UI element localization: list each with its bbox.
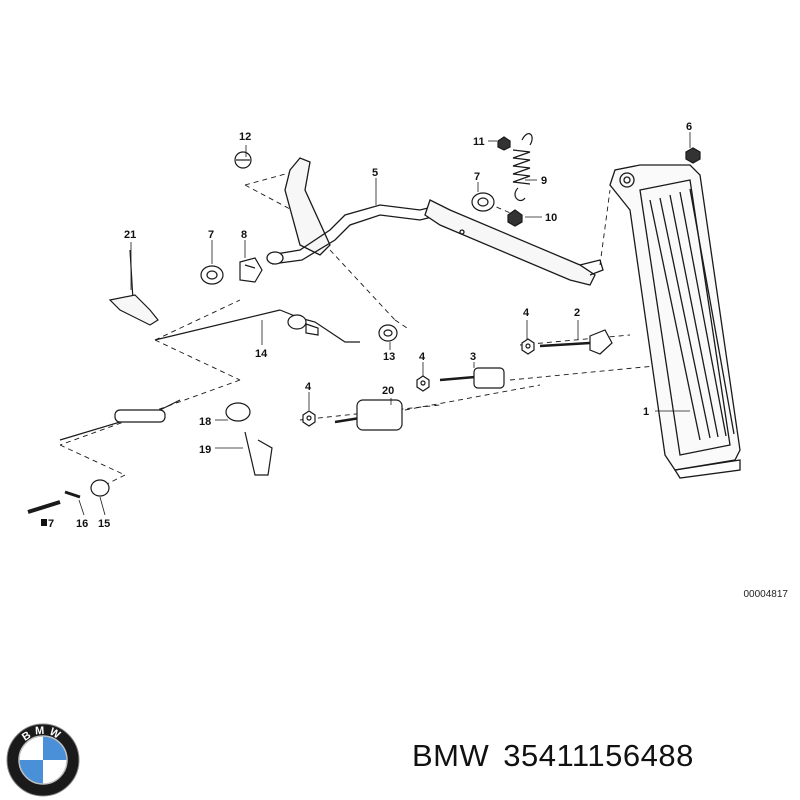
callout-6: 6: [686, 121, 692, 133]
callout-7a: 7: [474, 171, 480, 183]
part-number: 35411156488: [503, 738, 694, 773]
callout-1: 1: [643, 406, 649, 418]
callout-13: 13: [383, 351, 395, 363]
adjust-screw-2: [539, 329, 613, 355]
callout-21: 21: [124, 229, 136, 241]
callout-labels: 1 2 3 4 4 4 5 6 7 7 7 8 9 10 11 12 13 14…: [48, 121, 692, 530]
bmw-roundel-icon: BMW: [6, 723, 80, 797]
drawing-number: 00004817: [743, 589, 789, 600]
callout-4b: 4: [419, 351, 426, 363]
clip-8: [239, 257, 263, 283]
callout-15: 15: [98, 518, 110, 530]
callout-4c: 4: [305, 381, 312, 393]
callout-2: 2: [574, 307, 580, 319]
nut-4a: [521, 338, 535, 355]
brand-name: BMW: [412, 738, 490, 773]
clip-12: [234, 151, 252, 169]
callout-3: 3: [470, 351, 476, 363]
grommet-15: [90, 479, 110, 497]
callout-7b: 7: [208, 229, 214, 241]
callout-11: 11: [473, 136, 485, 148]
callout-14: 14: [255, 348, 268, 360]
callout-16: 16: [76, 518, 88, 530]
pedal-linkage-bracket: [266, 157, 604, 286]
pedal-stop-20: [334, 399, 403, 431]
callout-18: 18: [199, 416, 211, 428]
callout-12: 12: [239, 131, 251, 143]
nut-10: [507, 209, 523, 227]
nut-6: [685, 147, 701, 164]
callout-10: 10: [545, 212, 557, 224]
callout-5: 5: [372, 167, 378, 179]
clip-18: [225, 402, 251, 422]
callout-4a: 4: [523, 307, 530, 319]
marker-square: [41, 519, 47, 526]
brand-and-part-number: BMW 35411156488: [412, 738, 708, 774]
cable-lower-end: [59, 399, 181, 441]
callout-8: 8: [241, 229, 247, 241]
nut-4c: [302, 410, 316, 427]
callout-19: 19: [199, 444, 211, 456]
dashed-guide-lines: [59, 169, 666, 491]
nut-4b: [416, 375, 430, 392]
callout-7c: 7: [48, 518, 54, 530]
pin-16: [64, 490, 81, 499]
throttle-cable-14: [154, 309, 360, 343]
bracket-21: [108, 249, 159, 326]
nut-11: [497, 136, 511, 151]
pedal-stop-3: [439, 367, 505, 389]
bushing-7a: [200, 265, 224, 285]
accelerator-pedal: [609, 164, 741, 479]
callout-20: 20: [382, 385, 394, 397]
bolt-17: [27, 500, 61, 514]
callout-9: 9: [541, 175, 547, 187]
bushing-7b: [471, 192, 495, 212]
return-spring-9: [512, 133, 533, 202]
leader-lines: [78, 132, 691, 516]
cable-strap-19: [244, 431, 273, 476]
grommet-13: [378, 324, 398, 342]
